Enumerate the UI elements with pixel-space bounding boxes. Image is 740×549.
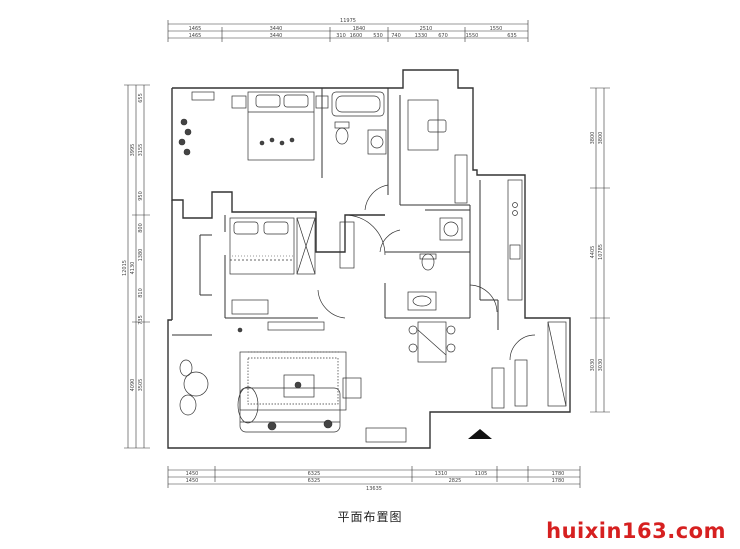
dim-left-inner-3: 800	[138, 223, 144, 233]
dim-bot-r2-2: 2825	[449, 478, 462, 484]
master-bed	[231, 91, 329, 161]
dim-left-mid-1: 4130	[130, 262, 136, 275]
dim-top-r2-1: 3440	[270, 33, 283, 39]
dim-left-inner-1: 3155	[138, 144, 144, 157]
dim-top-r2-6: 1330	[415, 33, 428, 39]
top-dimension-lines	[167, 20, 529, 42]
dim-top-r2-7: 670	[438, 33, 448, 39]
site-watermark: huixin163.com	[546, 519, 726, 543]
wardrobe-master	[191, 91, 215, 101]
dim-top-r1-1: 3440	[270, 26, 283, 32]
door-swings	[317, 184, 536, 361]
dim-left-inner-5: 810	[138, 288, 144, 298]
dim-bot-r1-4: 1780	[552, 471, 565, 477]
plan-caption: 平面布置图	[337, 510, 403, 524]
dim-right-inner-0: 3800	[598, 132, 604, 145]
dim-right-outer-2: 3030	[590, 359, 596, 372]
dim-top-r1-0: 1465	[189, 26, 202, 32]
dim-left-inner-6: 735	[138, 315, 144, 325]
dim-bot-r2-0: 1450	[186, 478, 199, 484]
dim-top-r1-2: 1840	[353, 26, 366, 32]
coffee-table	[283, 374, 362, 399]
dimension-labels: 11975 1465 3440 1840 2510 1550 1465 3440 310 1600…	[122, 18, 604, 492]
dim-bot-r1-0: 1450	[186, 471, 199, 477]
bathtub	[331, 91, 385, 117]
dim-top-r2-9: 635	[507, 33, 517, 39]
dim-left-inner-7: 3505	[138, 379, 144, 392]
lounge-chairs	[179, 359, 209, 416]
dim-right-inner-2: 3030	[598, 359, 604, 372]
bottom-dimension-lines	[167, 466, 581, 488]
entrance-arrow-icon	[468, 429, 492, 439]
wardrobe-second	[296, 217, 355, 275]
dim-bot-r1-2: 1310	[435, 471, 448, 477]
toilet-lower	[419, 253, 437, 271]
dim-top-r2-0: 1465	[189, 33, 202, 39]
dim-left-mid-0: 3995	[130, 144, 136, 157]
left-dimension-lines	[124, 84, 150, 449]
tv-cabinet	[267, 321, 325, 331]
dim-right-inner-1: 10785	[598, 244, 604, 260]
toilet-upper	[334, 121, 350, 145]
dim-left-outer: 12015	[122, 260, 128, 276]
plant-decor	[178, 118, 333, 431]
dim-top-r1-3: 2510	[420, 26, 433, 32]
second-bed	[229, 217, 295, 315]
dim-left-inner-2: 950	[138, 191, 144, 201]
dim-bot-r2-3: 1780	[552, 478, 565, 484]
dim-bot-r1-1: 6325	[308, 471, 321, 477]
sink-lower	[407, 291, 437, 311]
sink-upper	[367, 129, 387, 155]
dining-table	[408, 321, 456, 363]
dim-top-r2-4: 530	[373, 33, 383, 39]
dim-top-r2-5: 740	[391, 33, 401, 39]
dim-right-outer-1: 4405	[590, 246, 596, 259]
dim-top-r1-4: 1550	[490, 26, 503, 32]
sofa	[237, 386, 341, 433]
right-dimension-lines	[590, 87, 610, 413]
dim-right-outer-0: 3800	[590, 132, 596, 145]
living-rug	[239, 351, 347, 411]
outer-walls	[167, 69, 571, 449]
kitchen-counter	[507, 179, 523, 301]
dim-top-r2-3: 1600	[350, 33, 363, 39]
entrance-cabinet	[491, 321, 567, 409]
balcony-cabinet	[365, 427, 407, 443]
dim-bot-r1-3: 1105	[475, 471, 488, 477]
study-desk	[407, 99, 468, 204]
dim-left-inner-0: 655	[138, 93, 144, 103]
washing-machine	[439, 217, 463, 241]
dim-top-total: 11975	[340, 18, 356, 24]
dim-bot-total: 13635	[366, 486, 382, 492]
inner-walls	[172, 88, 499, 336]
dim-top-r2-2: 310	[336, 33, 346, 39]
dotted-rows	[232, 255, 340, 353]
dim-left-inner-4: 1380	[138, 249, 144, 262]
dim-bot-r2-1: 6325	[308, 478, 321, 484]
dim-top-r2-8: 1550	[466, 33, 479, 39]
dim-left-mid-2: 4090	[130, 379, 136, 392]
